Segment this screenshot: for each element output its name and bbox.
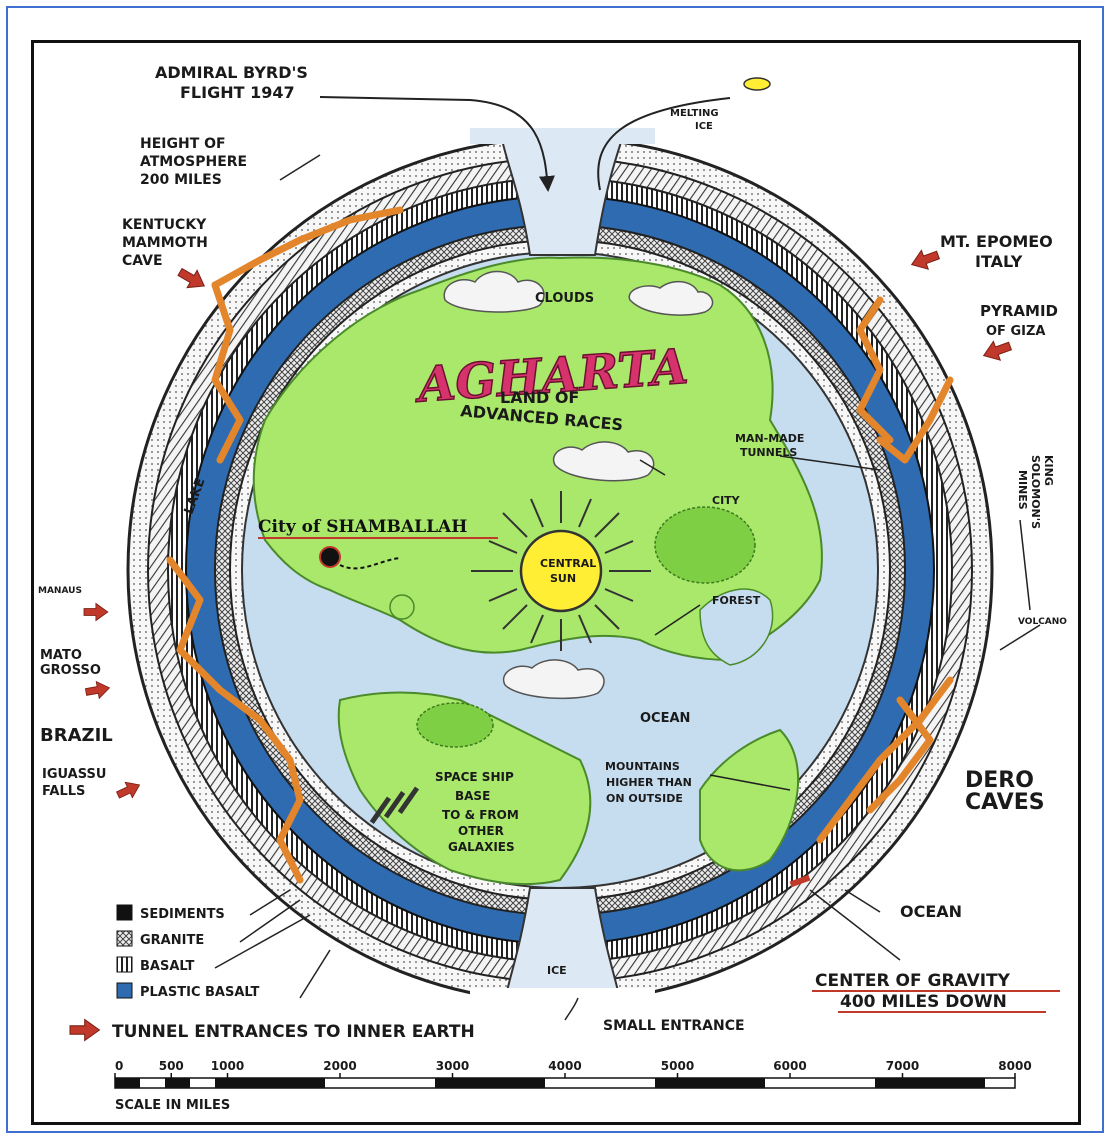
arrow-giza bbox=[980, 337, 1013, 365]
legend-swatch-plastic-basalt bbox=[117, 983, 132, 998]
king-solomons-label-line3: MINES bbox=[1016, 470, 1029, 510]
subtitle-line1: LAND OF bbox=[500, 388, 579, 407]
ufo-icon bbox=[744, 78, 770, 90]
mountains-label-line2: HIGHER THAN bbox=[606, 776, 692, 789]
iguassu-label-line2: FALLS bbox=[42, 784, 85, 799]
ocean-outer-label: OCEAN bbox=[900, 902, 962, 921]
arrow-manaus bbox=[84, 604, 108, 621]
space-ship-label-line1: SPACE SHIP bbox=[435, 770, 514, 784]
mato-grosso-label-line2: GROSSO bbox=[40, 663, 101, 678]
melting-ice-label-line2: ICE bbox=[695, 121, 713, 132]
kentucky-label-line3: CAVE bbox=[122, 253, 163, 269]
giza-label-line2: OF GIZA bbox=[986, 324, 1045, 339]
tunnels-label-line1: MAN-MADE bbox=[735, 432, 804, 445]
ocean-inner-label: OCEAN bbox=[640, 711, 690, 726]
ice-label: ICE bbox=[547, 964, 567, 977]
dero-label-line2: CAVES bbox=[965, 790, 1045, 815]
mountains-label-line1: MOUNTAINS bbox=[605, 760, 680, 773]
byrd-label-line1: ADMIRAL BYRD'S bbox=[155, 63, 308, 82]
forest-patch bbox=[655, 507, 755, 583]
space-ship-label-line2: BASE bbox=[455, 789, 490, 803]
atmosphere-label-line3: 200 MILES bbox=[140, 172, 222, 188]
scale-caption: SCALE IN MILES bbox=[115, 1098, 230, 1113]
forest-patch-south bbox=[417, 703, 493, 747]
king-solomons-label-line1: KING bbox=[1042, 455, 1055, 486]
epomeo-label-line2: ITALY bbox=[975, 252, 1023, 271]
arrow-epomeo bbox=[908, 246, 941, 274]
arrow-kentucky bbox=[175, 263, 209, 294]
scale-tick-label: 3000 bbox=[436, 1059, 469, 1073]
sun-label-line2: SUN bbox=[550, 572, 576, 585]
legend-swatch-basalt bbox=[117, 957, 132, 972]
byrd-label-line2: FLIGHT 1947 bbox=[180, 83, 295, 102]
mountains-label-line3: ON OUTSIDE bbox=[606, 792, 683, 805]
city-label: CITY bbox=[712, 494, 741, 507]
scale-tick-label: 4000 bbox=[548, 1059, 581, 1073]
scale-tick-label: 8000 bbox=[998, 1059, 1031, 1073]
scale-tick-label: 7000 bbox=[886, 1059, 919, 1073]
scale-bar: 0 500 1000 2000 3000 4000 5000 6000 7000 8000 SCA… bbox=[115, 1059, 1032, 1113]
king-solomons-label-line2: SOLOMON'S bbox=[1029, 455, 1042, 529]
melting-ice-label-line1: MELTING bbox=[670, 108, 719, 119]
arrow-mato-grosso bbox=[85, 679, 111, 700]
atmosphere-label-line2: ATMOSPHERE bbox=[140, 154, 247, 170]
scale-tick-label: 500 bbox=[159, 1059, 184, 1073]
legend-label-sediments: SEDIMENTS bbox=[140, 907, 225, 922]
scale-tick-label: 6000 bbox=[773, 1059, 806, 1073]
scale-tick-labels: 0 500 1000 2000 3000 4000 5000 6000 7000 8000 bbox=[115, 1059, 1032, 1078]
sun-label-line1: CENTRAL bbox=[540, 557, 596, 570]
kentucky-label-line1: KENTUCKY bbox=[122, 217, 207, 233]
scale-tick-label: 1000 bbox=[211, 1059, 244, 1073]
arrow-iguassu bbox=[114, 777, 143, 802]
clouds-label: CLOUDS bbox=[535, 291, 594, 306]
gravity-label-line2: 400 MILES DOWN bbox=[840, 992, 1007, 1012]
scale-tick-label: 0 bbox=[115, 1059, 123, 1073]
forest-label: FOREST bbox=[712, 594, 761, 607]
legend: SEDIMENTS GRANITE BASALT PLASTIC BASALT bbox=[117, 905, 260, 1000]
legend-swatch-sediments bbox=[117, 905, 132, 920]
legend-label-basalt: BASALT bbox=[140, 959, 195, 974]
manaus-label: MANAUS bbox=[38, 586, 82, 596]
arrow-legend bbox=[70, 1020, 99, 1041]
giza-label-line1: PYRAMID bbox=[980, 302, 1058, 320]
tunnel-entrances-label: TUNNEL ENTRANCES TO INNER EARTH bbox=[112, 1022, 475, 1042]
atmosphere-label-line1: HEIGHT OF bbox=[140, 136, 226, 152]
legend-swatch-granite bbox=[117, 931, 132, 946]
brazil-label: BRAZIL bbox=[40, 725, 113, 746]
space-ship-label-line3: TO & FROM bbox=[442, 808, 519, 822]
scale-tick-label: 5000 bbox=[661, 1059, 694, 1073]
kentucky-label-line2: MAMMOTH bbox=[122, 235, 208, 251]
small-entrance-label: SMALL ENTRANCE bbox=[603, 1018, 745, 1034]
mato-grosso-label-line1: MATO bbox=[40, 648, 82, 663]
space-ship-label-line5: GALAXIES bbox=[448, 840, 515, 854]
legend-label-granite: GRANITE bbox=[140, 933, 204, 948]
iguassu-label-line1: IGUASSU bbox=[42, 767, 106, 782]
legend-label-plastic-basalt: PLASTIC BASALT bbox=[140, 985, 260, 1000]
shamballah-label: City of SHAMBALLAH bbox=[258, 517, 467, 537]
volcano-label: VOLCANO bbox=[1018, 617, 1067, 627]
small-island bbox=[390, 595, 414, 619]
space-ship-label-line4: OTHER bbox=[458, 824, 504, 838]
epomeo-label-line1: MT. EPOMEO bbox=[940, 232, 1053, 251]
scale-bar-segments bbox=[115, 1078, 1015, 1088]
scale-tick-label: 2000 bbox=[323, 1059, 356, 1073]
gravity-label-line1: CENTER OF GRAVITY bbox=[815, 971, 1011, 991]
tunnels-label-line2: TUNNELS bbox=[740, 446, 797, 459]
